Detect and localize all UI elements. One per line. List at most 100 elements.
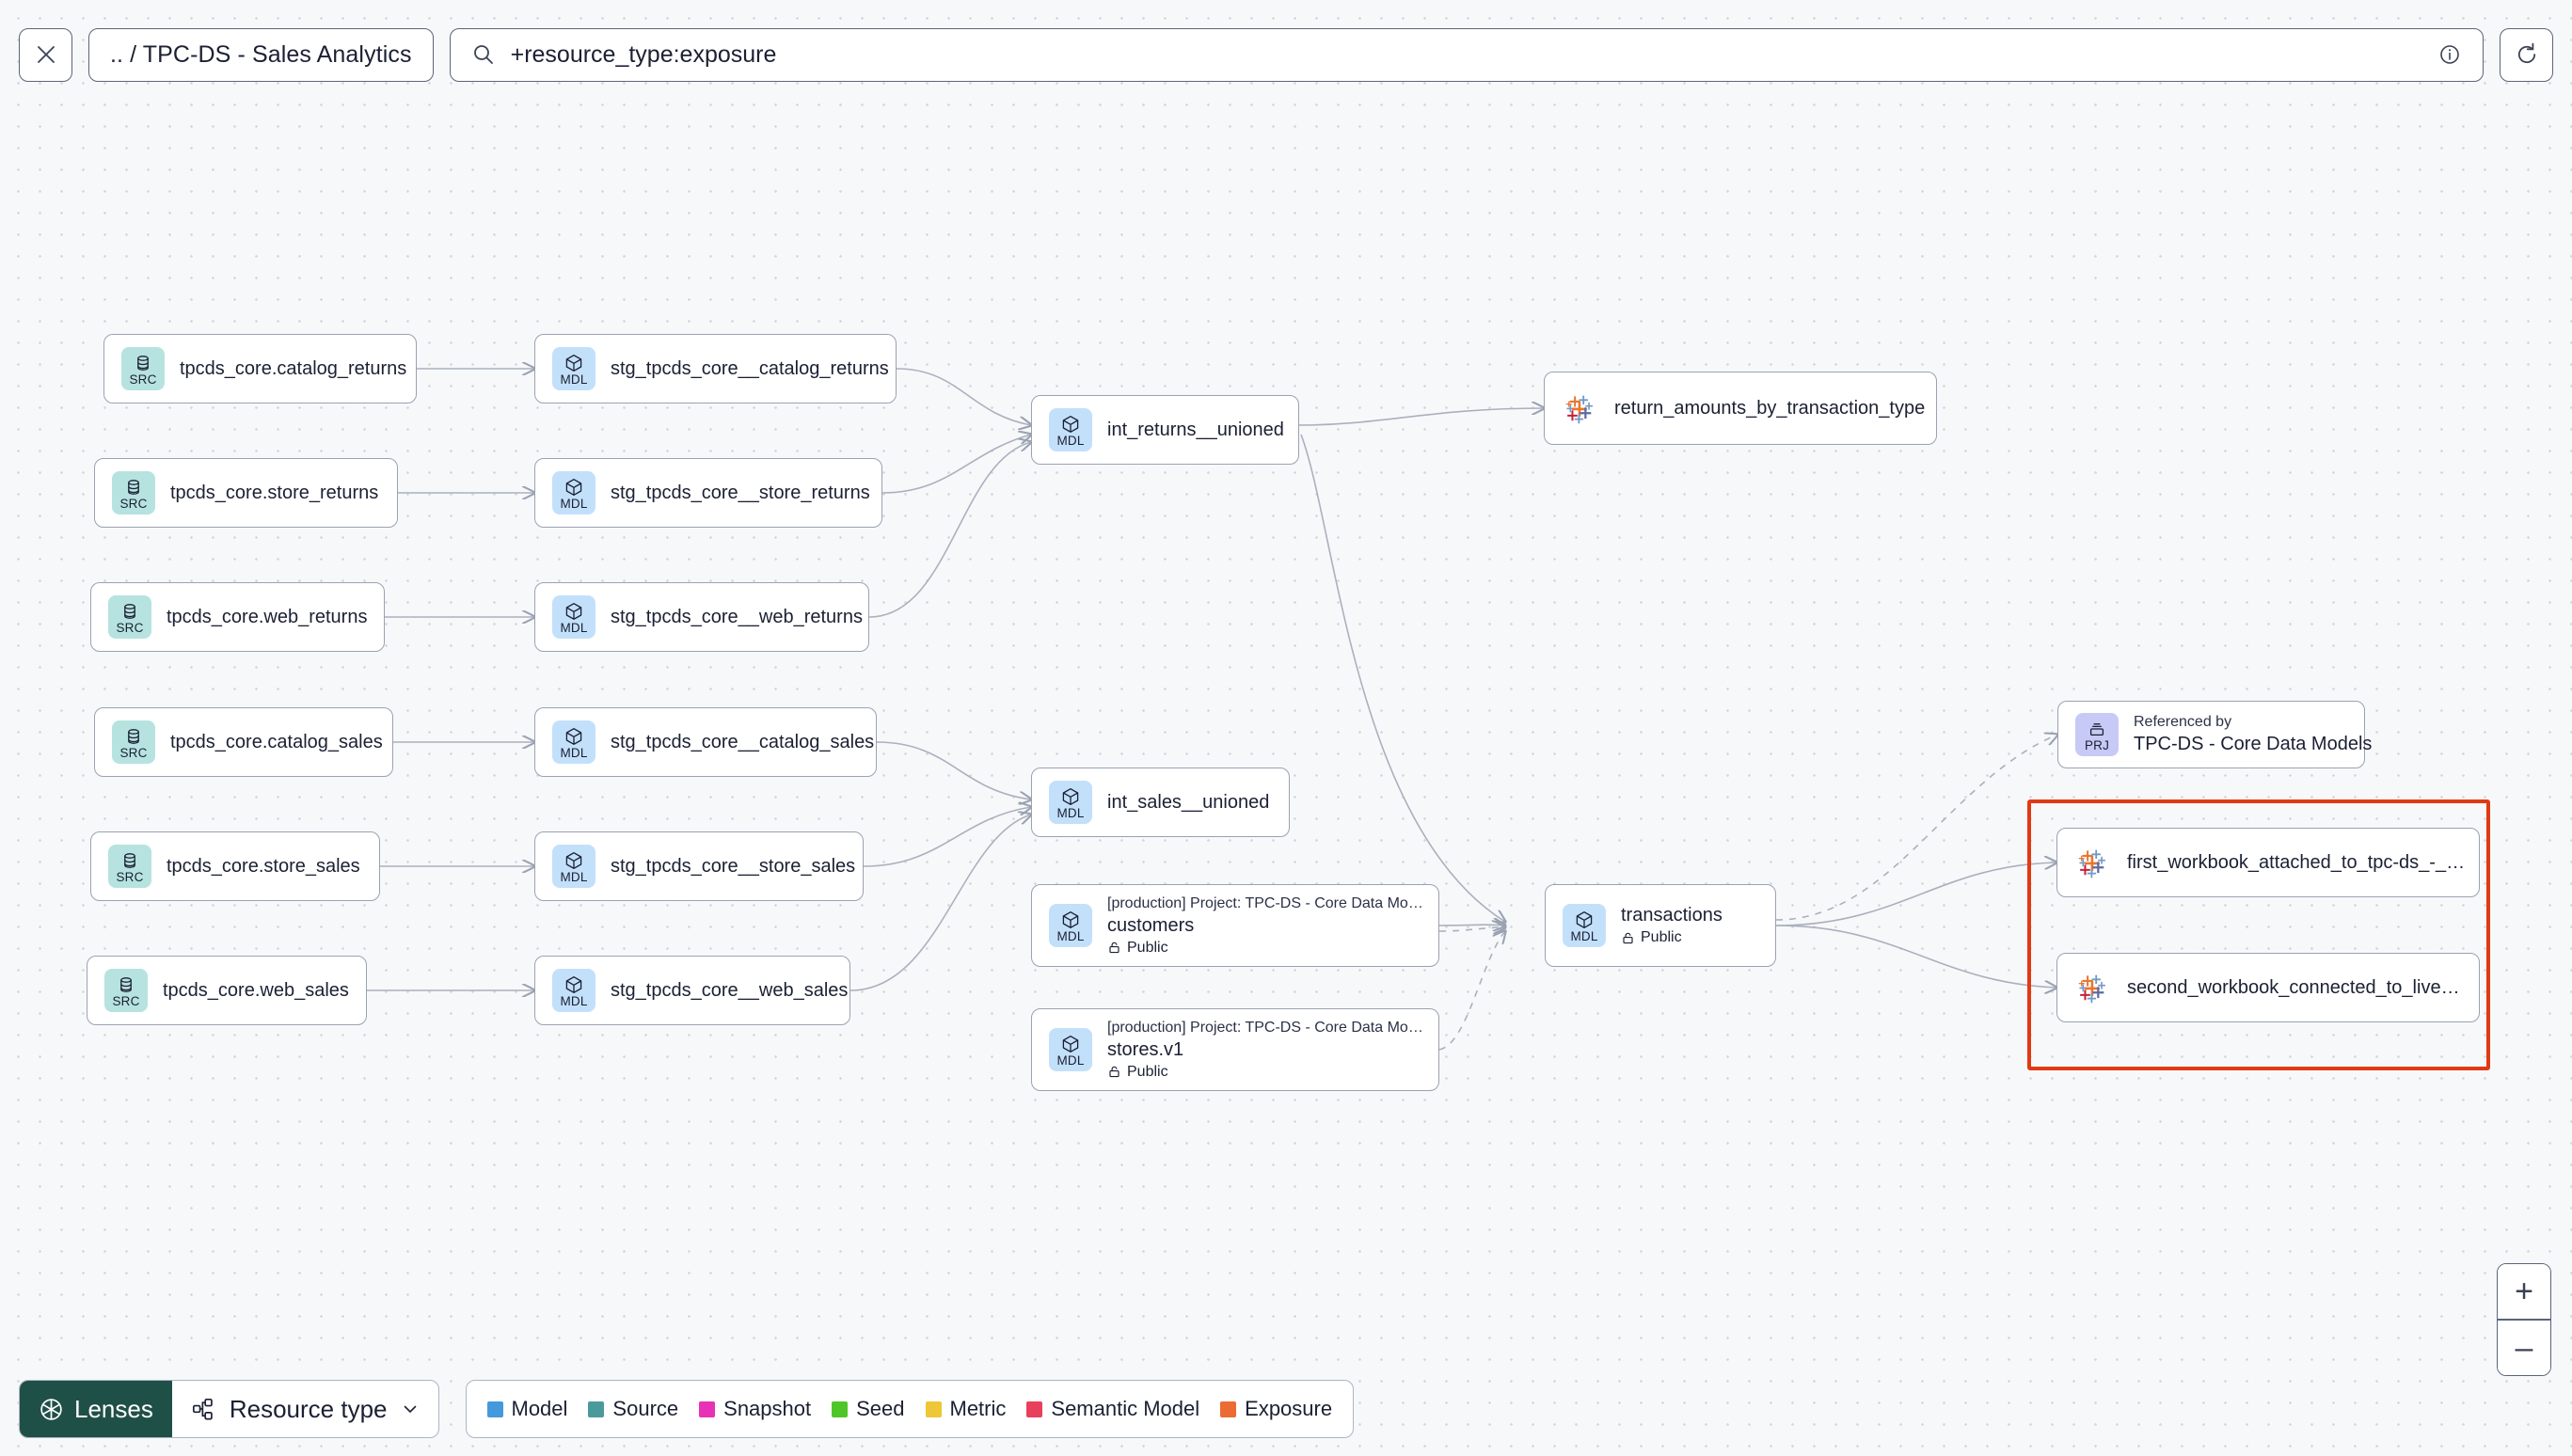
graph-node-int_returns_unioned[interactable]: MDL int_returns__unioned (1031, 395, 1299, 465)
node-subtitle: Referenced by (2134, 714, 2232, 730)
node-badge-code: MDL (560, 620, 588, 635)
legend-item-metric[interactable]: Metric (925, 1397, 1006, 1421)
info-icon[interactable] (2437, 42, 2462, 67)
node-title: first_workbook_attached_to_tpc-ds_-_… (2127, 851, 2466, 873)
node-title: int_returns__unioned (1107, 419, 1284, 440)
tableau-icon (2077, 849, 2109, 879)
legend-item-snapshot[interactable]: Snapshot (699, 1397, 811, 1421)
legend-label: Exposure (1245, 1397, 1333, 1420)
legend-item-source[interactable]: Source (588, 1397, 678, 1421)
legend-item-seed[interactable]: Seed (832, 1397, 905, 1421)
bottom-toolbar: Lenses Resource type (19, 1380, 1355, 1438)
search-query-text[interactable]: +resource_type:exposure (510, 40, 777, 68)
node-body: tpcds_core.catalog_sales (170, 732, 383, 753)
graph-node-stg_store_returns[interactable]: MDL stg_tpcds_core__store_returns (534, 458, 882, 528)
node-title: return_amounts_by_transaction_type (1614, 397, 1926, 419)
legend-item-model[interactable]: Model (486, 1397, 568, 1421)
node-title: tpcds_core.catalog_returns (180, 357, 407, 379)
graph-node-return_amounts[interactable]: return_amounts_by_transaction_type (1544, 372, 1937, 445)
lens-control-group: Lenses Resource type (19, 1380, 439, 1438)
node-title: TPC-DS - Core Data Models (2134, 734, 2373, 754)
graph-node-stores_v1[interactable]: MDL [production] Project: TPC-DS - Core D… (1031, 1008, 1439, 1091)
node-badge-model: MDL (552, 969, 595, 1012)
node-title: stg_tpcds_core__catalog_sales (611, 731, 875, 752)
node-badge-exposure (2074, 969, 2112, 1006)
node-badge-model: MDL (552, 471, 595, 514)
legend-swatch (1220, 1401, 1237, 1417)
node-badge-model: MDL (1049, 904, 1092, 947)
node-title: stg_tpcds_core__store_sales (611, 855, 856, 877)
node-badge-source: SRC (108, 595, 151, 639)
legend-label: Model (511, 1397, 568, 1420)
graph-node-src_catalog_sales[interactable]: SRC tpcds_core.catalog_sales (94, 707, 393, 777)
graph-node-prj_referenced[interactable]: PRJ Referenced by TPC-DS - Core Data Model… (2057, 701, 2373, 768)
lock-icon (1107, 1065, 1121, 1079)
node-badge-model: MDL (1563, 904, 1606, 947)
node-body: tpcds_core.web_returns (167, 607, 367, 628)
node-badge-code: MDL (1056, 433, 1085, 448)
legend-item-semantic-model[interactable]: Semantic Model (1026, 1397, 1199, 1421)
graph-node-stg_web_returns[interactable]: MDL stg_tpcds_core__web_returns (534, 582, 869, 652)
legend-label: Snapshot (723, 1397, 812, 1420)
node-badge-code: SRC (129, 372, 157, 387)
legend-swatch (832, 1401, 849, 1417)
graph-node-stg_catalog_sales[interactable]: MDL stg_tpcds_core__catalog_sales (534, 707, 877, 777)
graph-node-customers[interactable]: MDL [production] Project: TPC-DS - Core D… (1031, 884, 1439, 967)
refresh-button[interactable] (2500, 27, 2553, 82)
database-icon (124, 727, 143, 746)
lenses-button[interactable]: Lenses (20, 1381, 172, 1437)
graph-node-second_workbook[interactable]: second_workbook_connected_to_live… (2056, 953, 2480, 1022)
close-button[interactable] (19, 27, 72, 82)
node-badge-source: SRC (108, 845, 151, 888)
node-body: first_workbook_attached_to_tpc-ds_-_… (2127, 851, 2466, 874)
legend-item-exposure[interactable]: Exposure (1220, 1397, 1332, 1421)
graph-node-src_web_returns[interactable]: SRC tpcds_core.web_returns (90, 582, 385, 652)
database-icon (134, 354, 152, 372)
zoom-out-button[interactable]: – (2498, 1321, 2550, 1375)
node-badge-code: MDL (1570, 928, 1598, 943)
node-badge-source: SRC (112, 720, 155, 764)
node-title: second_workbook_connected_to_live… (2127, 976, 2460, 998)
node-title: stg_tpcds_core__web_returns (611, 606, 863, 627)
search-input[interactable]: +resource_type:exposure (449, 27, 2484, 82)
node-badge-source: SRC (112, 471, 155, 514)
node-title: stg_tpcds_core__store_returns (611, 482, 870, 503)
graph-node-stg_catalog_returns[interactable]: MDL stg_tpcds_core__catalog_returns (534, 334, 897, 404)
node-body: return_amounts_by_transaction_type (1614, 397, 1926, 419)
node-badge-model: MDL (552, 720, 595, 764)
node-body: tpcds_core.store_returns (170, 483, 378, 504)
node-badge-code: SRC (119, 496, 148, 511)
node-badge-model: MDL (1049, 408, 1092, 451)
resource-type-dropdown[interactable]: Resource type (172, 1381, 438, 1437)
node-body: stg_tpcds_core__catalog_returns (611, 358, 889, 380)
node-visibility: Public (1621, 929, 1723, 946)
breadcrumb[interactable]: .. / TPC-DS - Sales Analytics (88, 27, 434, 82)
node-badge-code: MDL (560, 372, 588, 387)
graph-node-stg_store_sales[interactable]: MDL stg_tpcds_core__store_sales (534, 831, 864, 901)
node-body: [production] Project: TPC-DS - Core Data… (1107, 895, 1423, 957)
node-body: [production] Project: TPC-DS - Core Data… (1107, 1020, 1423, 1081)
graph-node-src_catalog_returns[interactable]: SRC tpcds_core.catalog_returns (103, 334, 417, 404)
cube-icon (564, 354, 583, 372)
cube-icon (1061, 910, 1080, 929)
zoom-in-button[interactable]: + (2498, 1264, 2550, 1320)
node-badge-code: PRJ (2084, 737, 2110, 752)
node-badge-code: SRC (119, 745, 148, 760)
node-body: stg_tpcds_core__web_returns (611, 606, 863, 628)
graph-node-src_store_returns[interactable]: SRC tpcds_core.store_returns (94, 458, 398, 528)
node-badge-code: MDL (1056, 1052, 1085, 1068)
top-toolbar: .. / TPC-DS - Sales Analytics +resource_… (0, 0, 2572, 109)
graph-node-first_workbook[interactable]: first_workbook_attached_to_tpc-ds_-_… (2056, 828, 2480, 897)
resource-type-legend: Model Source Snapshot Seed Metric Semantic Mo… (465, 1380, 1355, 1438)
database-icon (117, 975, 135, 994)
node-badge-code: MDL (560, 869, 588, 884)
node-body: tpcds_core.catalog_returns (180, 357, 407, 380)
cube-icon (564, 602, 583, 621)
database-icon (120, 851, 139, 870)
